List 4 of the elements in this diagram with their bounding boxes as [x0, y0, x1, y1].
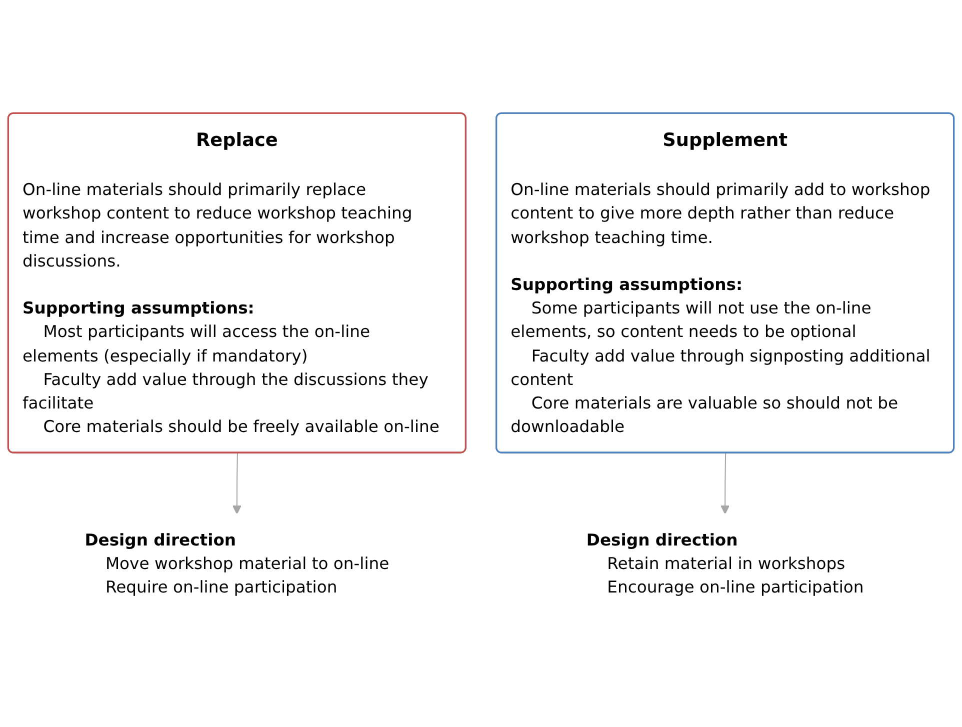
- node-text: Design direction Retain material in workshops Encourage on-line participation: [586, 530, 864, 598]
- arrow: [720, 453, 730, 514]
- arrow: [232, 453, 242, 514]
- node-text: Design direction Move workshop material to on-line Require on-line participation: [84, 530, 390, 598]
